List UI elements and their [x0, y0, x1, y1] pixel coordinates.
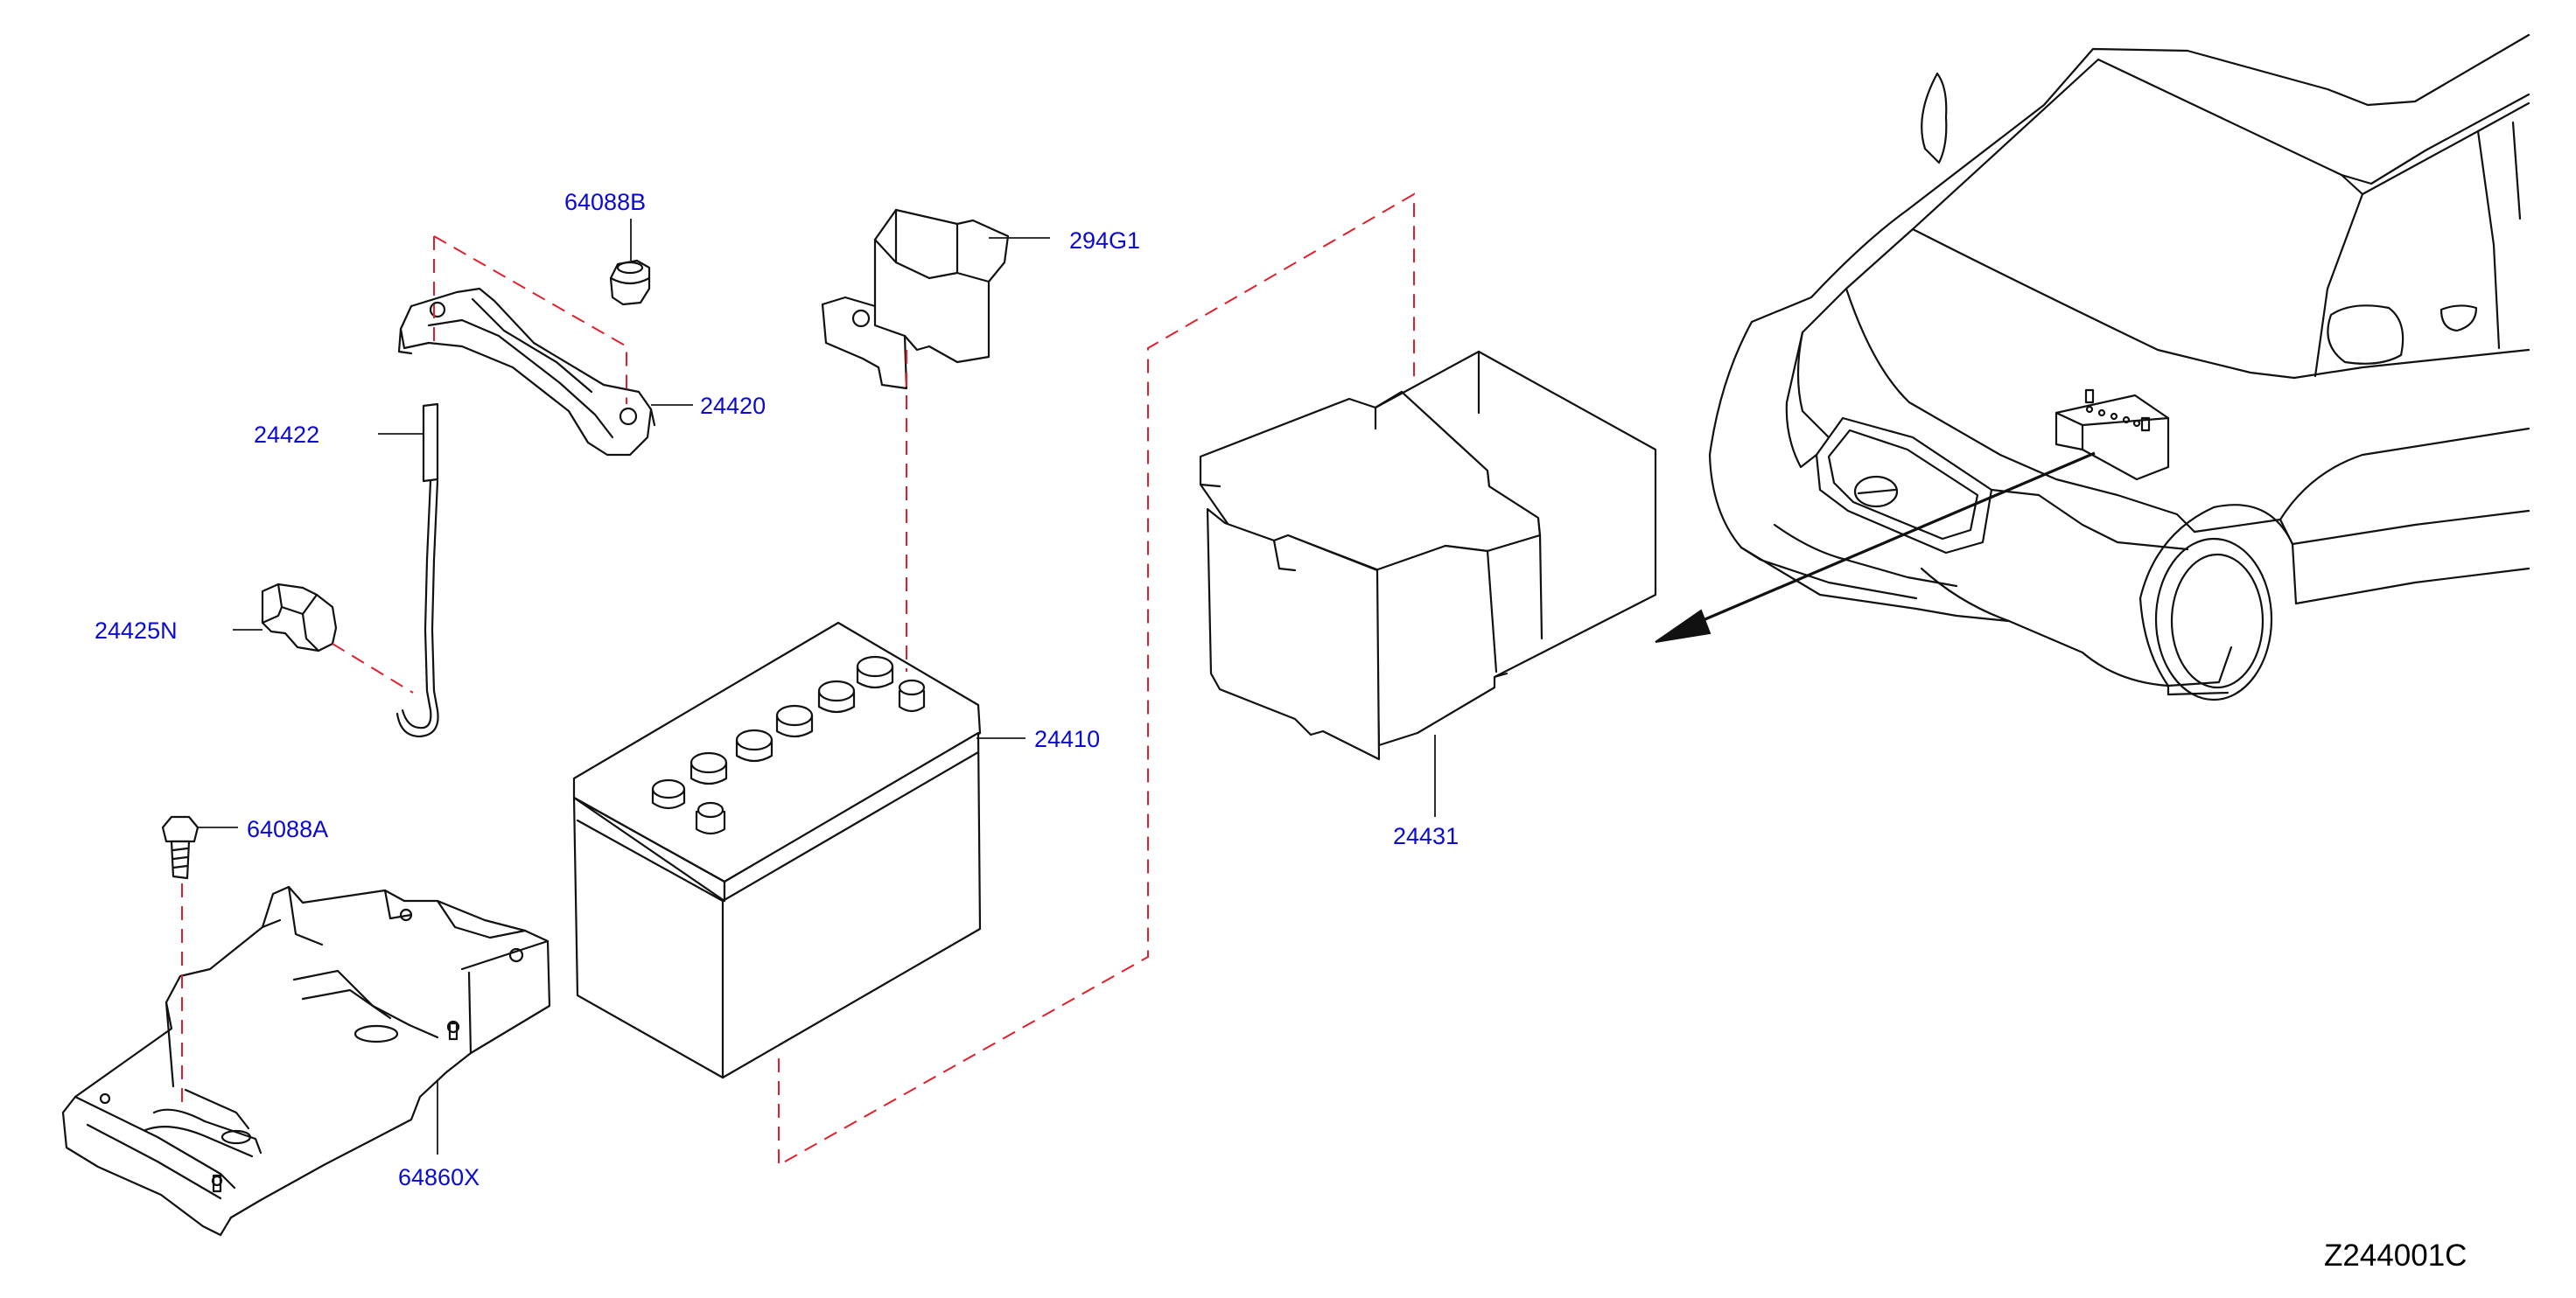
label-64088A[interactable]: 64088A — [247, 816, 328, 842]
label-24431[interactable]: 24431 — [1393, 823, 1459, 849]
label-64860X[interactable]: 64860X — [398, 1164, 480, 1190]
part-64860X-battery-tray[interactable] — [61, 885, 551, 1237]
label-24422[interactable]: 24422 — [254, 422, 319, 448]
part-294G1-terminal-cover[interactable] — [821, 208, 1010, 390]
part-24420-bracket[interactable] — [397, 287, 656, 457]
label-24425N[interactable]: 24425N — [94, 618, 178, 644]
vehicle-location-view — [1708, 33, 2530, 701]
diagram-code: Z244001C — [2324, 1239, 2467, 1273]
part-64088B-nut[interactable] — [609, 259, 651, 306]
label-24410[interactable]: 24410 — [1034, 726, 1100, 752]
label-64088B[interactable]: 64088B — [564, 189, 646, 215]
part-24425N-clip[interactable] — [261, 583, 338, 652]
part-24431-battery-cover[interactable] — [1199, 350, 1657, 761]
location-battery — [2054, 388, 2170, 481]
label-24420[interactable]: 24420 — [700, 393, 766, 419]
label-294G1[interactable]: 294G1 — [1069, 227, 1140, 254]
assembly-dashed-lines — [181, 192, 1415, 1167]
location-arrow — [1655, 451, 2096, 643]
part-24422-rod[interactable] — [396, 402, 439, 738]
part-64088A-bolt[interactable] — [161, 815, 200, 880]
battery-cells — [651, 655, 926, 835]
part-24410-battery[interactable] — [572, 621, 982, 1079]
